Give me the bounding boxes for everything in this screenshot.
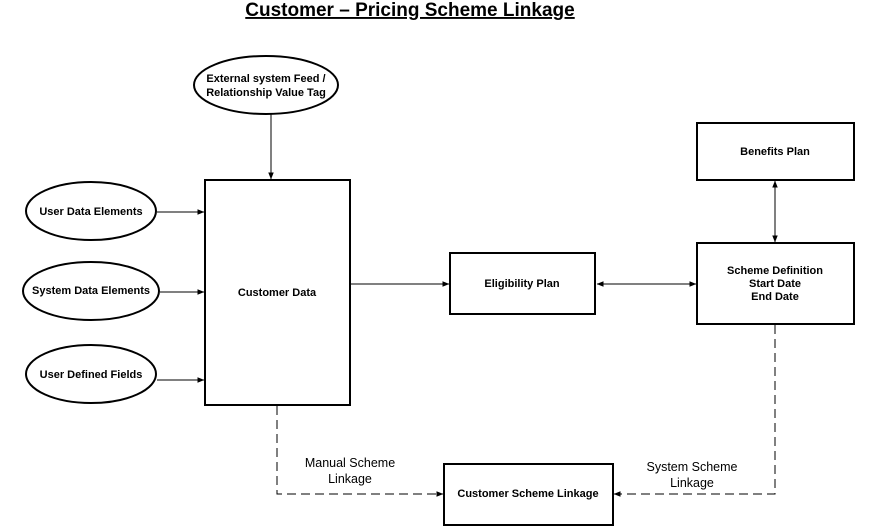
external-feed-label-line2: Relationship Value Tag (206, 87, 326, 99)
system-data-elements-node: System Data Elements (22, 261, 160, 321)
system-data-elements-label: System Data Elements (32, 285, 150, 297)
scheme-definition-label-line1: Scheme Definition (727, 265, 823, 277)
customer-data-label: Customer Data (238, 287, 317, 299)
diagram-title: Customer – Pricing Scheme Linkage (245, 0, 574, 21)
eligibility-plan-node: Eligibility Plan (449, 252, 596, 315)
edge-manual-scheme-linkage (276, 406, 444, 497)
eligibility-plan-label: Eligibility Plan (484, 278, 559, 290)
external-feed-node: External system Feed / Relationship Valu… (193, 55, 339, 115)
user-defined-fields-node: User Defined Fields (25, 344, 157, 404)
customer-scheme-linkage-node: Customer Scheme Linkage (443, 463, 614, 526)
benefits-plan-label: Benefits Plan (740, 146, 810, 158)
scheme-definition-label-line3: End Date (751, 291, 799, 303)
scheme-definition-label-line2: Start Date (749, 278, 801, 290)
manual-linkage-label-line1: Manual Scheme (305, 456, 395, 470)
system-linkage-label-line1: System Scheme (646, 460, 737, 474)
customer-data-node: Customer Data (204, 179, 351, 406)
scheme-definition-node: Scheme Definition Start Date End Date (696, 242, 855, 325)
external-feed-label-line1: External system Feed / (206, 73, 325, 85)
manual-linkage-label-line2: Linkage (328, 472, 372, 486)
user-data-elements-label: User Data Elements (39, 206, 142, 218)
system-linkage-label-line2: Linkage (670, 476, 714, 490)
user-defined-fields-label: User Defined Fields (40, 369, 143, 381)
user-data-elements-node: User Data Elements (25, 181, 157, 241)
customer-scheme-linkage-label: Customer Scheme Linkage (457, 488, 598, 500)
edge-system-scheme-linkage (613, 325, 776, 497)
benefits-plan-node: Benefits Plan (696, 122, 855, 181)
